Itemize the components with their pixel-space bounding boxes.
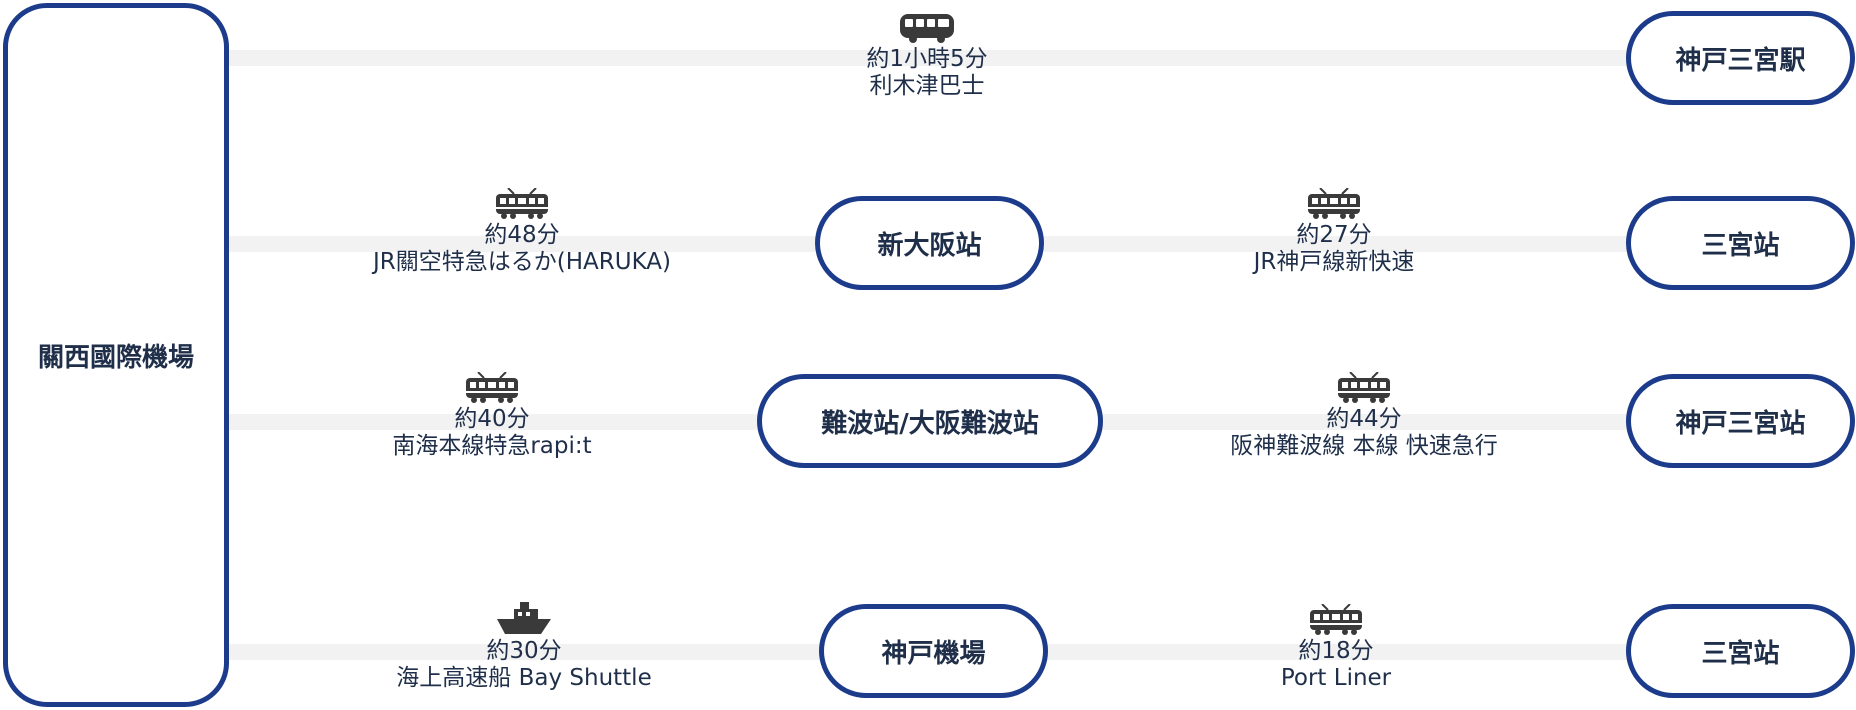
destination-label: 三宮站	[1701, 230, 1780, 261]
segment-time: 約44分	[1326, 406, 1402, 432]
bus-icon	[899, 12, 955, 44]
route-2-destination: 三宮站	[1626, 196, 1855, 290]
segment-time: 約1小時5分	[866, 46, 988, 72]
ship-icon	[496, 600, 552, 636]
train-icon	[1308, 604, 1364, 636]
route-4-destination: 三宮站	[1626, 604, 1855, 698]
train-icon	[464, 372, 520, 404]
route-4-segment-2: 約18分 Port Liner	[1126, 604, 1546, 692]
train-icon	[1306, 188, 1362, 220]
transfer-label: 神戸機場	[881, 638, 986, 669]
segment-service: 南海本線特急rapi:t	[392, 433, 592, 459]
route-1-segment-1: 約1小時5分 利木津巴士	[717, 12, 1137, 100]
train-icon	[1336, 372, 1392, 404]
origin-node: 關西國際機場	[3, 3, 229, 707]
origin-label: 關西國際機場	[37, 342, 194, 373]
segment-time: 約27分	[1296, 222, 1372, 248]
route-4-transfer: 神戸機場	[819, 604, 1048, 698]
segment-service: 利木津巴士	[869, 73, 985, 99]
destination-label: 神戸三宮駅	[1675, 45, 1806, 76]
segment-service: Port Liner	[1280, 665, 1392, 691]
route-4-segment-1: 約30分 海上高速船 Bay Shuttle	[314, 600, 734, 692]
segment-time: 約18分	[1298, 638, 1374, 664]
route-2-segment-1: 約48分 JR關空特急はるか(HARUKA)	[312, 188, 732, 276]
route-3-destination: 神戸三宮站	[1626, 374, 1855, 468]
segment-service: JR神戸線新快速	[1253, 249, 1415, 275]
segment-service: JR關空特急はるか(HARUKA)	[373, 249, 671, 275]
segment-time: 約48分	[484, 222, 560, 248]
route-3-segment-2: 約44分 阪神難波線 本線 快速急行	[1154, 372, 1574, 460]
route-2-segment-2: 約27分 JR神戸線新快速	[1124, 188, 1544, 276]
destination-label: 神戸三宮站	[1675, 408, 1806, 439]
route-3-transfer: 難波站/大阪難波站	[757, 374, 1103, 468]
route-1-destination: 神戸三宮駅	[1626, 11, 1855, 105]
segment-time: 約30分	[486, 638, 562, 664]
segment-time: 約40分	[454, 406, 530, 432]
destination-label: 三宮站	[1701, 638, 1780, 669]
transfer-label: 難波站/大阪難波站	[821, 408, 1039, 439]
train-icon	[494, 188, 550, 220]
route-2-transfer: 新大阪站	[815, 196, 1044, 290]
transfer-label: 新大阪站	[877, 230, 982, 261]
route-3-segment-1: 約40分 南海本線特急rapi:t	[282, 372, 702, 460]
segment-service: 海上高速船 Bay Shuttle	[396, 665, 652, 691]
segment-service: 阪神難波線 本線 快速急行	[1230, 433, 1498, 459]
route-line-1	[229, 50, 1631, 66]
